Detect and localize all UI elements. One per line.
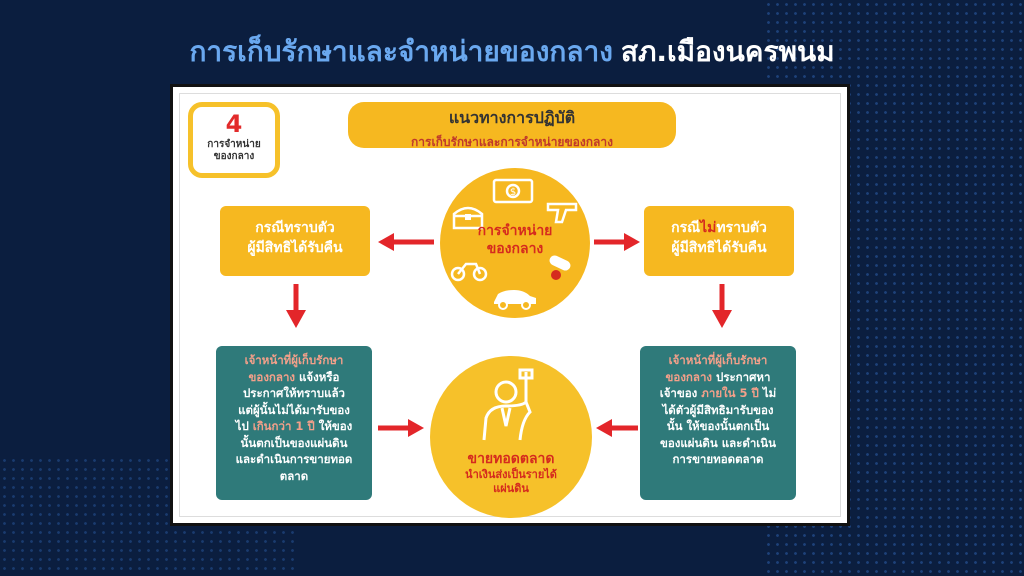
unknown-owner-procedure-box: เจ้าหน้าที่ผู้เก็บรักษา ของกลาง ประกาศหา… bbox=[640, 346, 796, 500]
left-proc-go: ไป bbox=[235, 419, 253, 433]
car-icon bbox=[494, 290, 536, 310]
page-title-main: การเก็บรักษาและจำหน่ายของกลาง bbox=[189, 35, 613, 68]
arrow-right-to-unknown-case bbox=[594, 233, 640, 251]
right-proc-no-claimant: ได้ตัวผู้มีสิทธิมารับของ bbox=[662, 402, 774, 417]
infographic-frame: 4 การจำหน่าย ของกลาง แนวทางการปฏิบัติ กา… bbox=[170, 84, 850, 526]
disposal-circle: $ bbox=[440, 168, 590, 318]
pills-icon bbox=[549, 255, 571, 280]
treasure-chest-icon bbox=[452, 206, 484, 230]
guideline-header: แนวทางการปฏิบัติ การเก็บรักษาและการจำหน่… bbox=[348, 102, 676, 149]
unknown-owner-line1: กรณีไม่ทราบตัว bbox=[644, 218, 794, 238]
right-proc-officer: เจ้าหน้าที่ผู้เก็บรักษา bbox=[668, 353, 768, 367]
unknown-owner-line1-a: กรณี bbox=[671, 220, 701, 236]
auction-subtitle: นำเงินส่งเป็นรายได้ แผ่นดิน bbox=[450, 468, 572, 496]
step-label-line2: ของกลาง bbox=[213, 151, 255, 162]
known-owner-procedure-box: เจ้าหน้าที่ผู้เก็บรักษา ของกลาง แจ้งหรือ… bbox=[216, 346, 372, 500]
arrow-down-right bbox=[712, 284, 732, 328]
known-owner-line1: กรณีทราบตัว bbox=[255, 220, 335, 236]
auction-subtitle-line1: นำเงินส่งเป็นรายได้ bbox=[465, 468, 557, 481]
disposal-circle-line2: ของกลาง bbox=[486, 241, 544, 257]
left-proc-one-year: เกินกว่า 1 ปี bbox=[252, 419, 315, 433]
left-proc-evidence: ของกลาง bbox=[248, 369, 296, 384]
right-proc-owner: เจ้าของ bbox=[659, 386, 702, 400]
left-proc-not-collected: แต่ผู้นั้นไม่ได้มารับของ bbox=[238, 402, 350, 417]
disposal-circle-label: การจำหน่าย ของกลาง bbox=[440, 222, 590, 258]
arrow-left-to-known-case bbox=[378, 233, 434, 251]
left-proc-then: ให้ของ bbox=[314, 419, 353, 433]
right-proc-auction: การขายทอดตลาด bbox=[672, 452, 764, 466]
right-proc-not: ไม่ bbox=[758, 386, 777, 400]
right-proc-state-property: ของแผ่นดิน และดำเนิน bbox=[660, 435, 776, 450]
auction-subtitle-line2: แผ่นดิน bbox=[493, 482, 529, 495]
motorcycle-icon bbox=[450, 262, 488, 282]
auction-title: ขายทอดตลาด bbox=[467, 451, 555, 467]
step-number: 4 bbox=[225, 110, 243, 138]
step-label-line1: การจำหน่าย bbox=[207, 139, 261, 150]
page-title: การเก็บรักษาและจำหน่ายของกลางสภ.เมืองนคร… bbox=[0, 30, 1024, 74]
arrow-down-left bbox=[286, 284, 306, 328]
money-icon: $ bbox=[492, 178, 534, 204]
svg-text:$: $ bbox=[510, 187, 516, 198]
known-owner-line2: ผู้มีสิทธิได้รับคืน bbox=[247, 240, 343, 256]
left-proc-market: ตลาด bbox=[279, 468, 309, 483]
page-title-station: สภ.เมืองนครพนม bbox=[620, 35, 835, 68]
gun-icon bbox=[546, 202, 578, 224]
unknown-owner-line2: ผู้มีสิทธิได้รับคืน bbox=[671, 240, 767, 256]
auction-circle: ขายทอดตลาด นำเงินส่งเป็นรายได้ แผ่นดิน bbox=[430, 356, 592, 518]
right-proc-transfer: นั้น ให้ของนั้นตกเป็น bbox=[666, 419, 770, 433]
right-proc-announce: ประกาศหา bbox=[712, 369, 771, 384]
left-proc-officer: เจ้าหน้าที่ผู้เก็บรักษา bbox=[244, 353, 344, 367]
left-proc-auction: และดำเนินการขายทอด bbox=[235, 452, 353, 466]
guideline-header-title: แนวทางการปฏิบัติ bbox=[448, 108, 576, 127]
arrow-right-into-auction bbox=[596, 419, 638, 437]
left-proc-announce: ประกาศให้ทราบแล้ว bbox=[242, 386, 345, 400]
left-proc-state-property: นั้นตกเป็นของแผ่นดิน bbox=[240, 435, 348, 450]
auctioneer-icon bbox=[482, 368, 534, 441]
known-owner-case-box: กรณีทราบตัว ผู้มีสิทธิได้รับคืน bbox=[220, 206, 370, 276]
infographic-canvas: 4 การจำหน่าย ของกลาง แนวทางการปฏิบัติ กา… bbox=[179, 93, 841, 518]
unknown-owner-case-box: กรณีไม่ทราบตัว ผู้มีสิทธิได้รับคืน bbox=[644, 206, 794, 276]
right-proc-evidence: ของกลาง bbox=[665, 369, 713, 384]
step-badge: 4 การจำหน่าย ของกลาง bbox=[188, 102, 280, 178]
unknown-owner-line1-emphasis: ไม่ bbox=[700, 220, 717, 236]
disposal-circle-line1: การจำหน่าย bbox=[477, 223, 553, 239]
arrow-left-into-auction bbox=[378, 419, 424, 437]
unknown-owner-line1-c: ทราบตัว bbox=[716, 220, 767, 236]
left-proc-notify: แจ้งหรือ bbox=[295, 369, 340, 384]
right-proc-five-years: ภายใน 5 ปี bbox=[701, 386, 759, 400]
guideline-header-subtitle: การเก็บรักษาและการจำหน่ายของกลาง bbox=[411, 135, 613, 149]
